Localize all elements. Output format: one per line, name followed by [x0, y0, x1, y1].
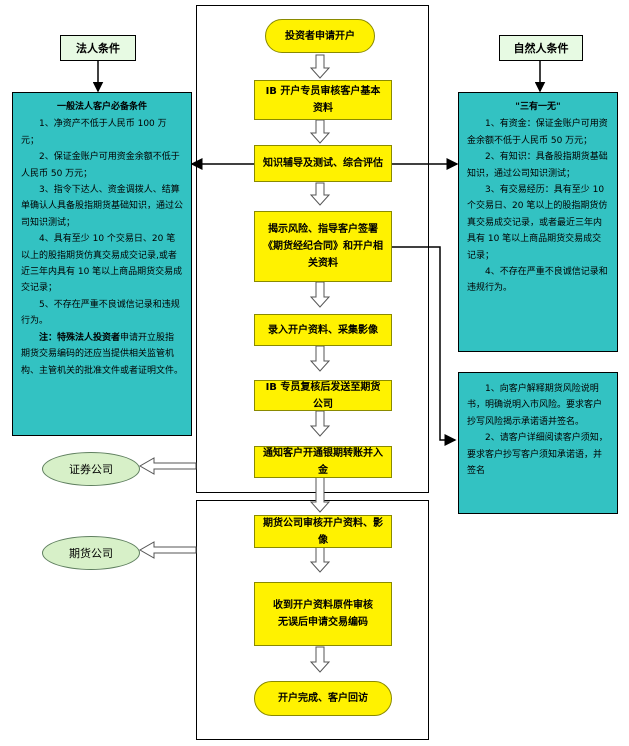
step-risk-disclosure-contract: 揭示风险、指导客户签署《期货经纪合同》和开户相关资料	[254, 211, 392, 282]
legal-person-title: 法人条件	[60, 35, 136, 61]
natural-condition-3: 3、有交易经历：具有至少 10 个交易日、20 笔以上的股指期货仿真交易成交记录…	[467, 185, 608, 261]
special-investor: 特殊法人投资者	[57, 332, 121, 343]
legal-condition-5: 5、不存在严重不良诚信记录和违规行为。	[21, 299, 180, 327]
step-account-complete: 开户完成、客户回访	[254, 681, 392, 716]
step-ib-recheck-send: IB 专员复核后发送至期货公司	[254, 380, 392, 411]
risk-note-1: 1、向客户解释期货风险说明书，明确说明入市风险。要求客户抄写风险揭示承诺语并签名…	[467, 384, 603, 427]
natural-person-title: 自然人条件	[499, 35, 583, 61]
risk-disclosure-note: 1、向客户解释期货风险说明书，明确说明入市风险。要求客户抄写风险揭示承诺语并签名…	[458, 372, 618, 514]
natural-person-header: "三有一无"	[515, 102, 561, 112]
legal-note: 注：特殊法人投资者申请开立股指期货交易编码的还应当提供相关监管机构、主管机关的批…	[21, 330, 183, 379]
legal-person-conditions: 一般法人客户必备条件 1、净资产不低于人民币 100 万元； 2、保证金账户可用…	[12, 92, 192, 436]
note-label: 注：	[39, 332, 58, 343]
to-securities-arrow	[138, 457, 197, 475]
legal-condition-4: 4、具有至少 10 个交易日、20 笔以上的股指期货仿真交易成交记录,或者近三年…	[21, 234, 183, 294]
step-apply-account: 投资者申请开户	[265, 19, 375, 53]
to-futures-arrow	[138, 541, 197, 559]
natural-condition-4: 4、不存在严重不良诚信记录和违规行为。	[467, 267, 608, 294]
legal-person-header: 一般法人客户必备条件	[56, 102, 147, 112]
natural-condition-1: 1、有资金：保证金账户可用资金余额不低于人民币 50 万元；	[467, 119, 608, 146]
step-enter-data-capture-image: 录入开户资料、采集影像	[254, 314, 392, 346]
legal-condition-1: 1、净资产不低于人民币 100 万元；	[21, 119, 167, 146]
step-knowledge-test: 知识辅导及测试、综合评估	[254, 145, 392, 182]
futures-company-label: 期货公司	[42, 536, 140, 570]
legal-condition-3: 3、指令下达人、资金调拨人、结算单确认人具备股指期货基础知识，通过公司知识测试；	[21, 185, 184, 228]
legal-condition-2: 2、保证金账户可用资金余额不低于人民币 50 万元；	[21, 152, 180, 179]
step-futures-review: 期货公司审核开户资料、影像	[254, 515, 392, 548]
securities-company-label: 证券公司	[42, 452, 140, 486]
natural-person-conditions: "三有一无" 1、有资金：保证金账户可用资金余额不低于人民币 50 万元； 2、…	[458, 92, 618, 352]
risk-note-2: 2、请客户详细阅读客户须知，要求客户抄写客户须知承诺语，并签名	[467, 433, 608, 477]
flow-down-arrows	[309, 54, 331, 673]
natural-condition-2: 2、有知识：具备股指期货基础知识，通过公司知识测试；	[467, 152, 608, 179]
note-text: 申请开立股指期货交易编码的还应当提供相关监管机构、主管机关的批准文件或者证明文件…	[21, 332, 184, 376]
step-ib-review-basic-info: IB 开户专员审核客户基本资料	[254, 80, 392, 120]
step-apply-trading-code: 收到开户资料原件审核无误后申请交易编码	[254, 582, 392, 646]
step-notify-bank-transfer: 通知客户开通银期转账并入金	[254, 446, 392, 478]
